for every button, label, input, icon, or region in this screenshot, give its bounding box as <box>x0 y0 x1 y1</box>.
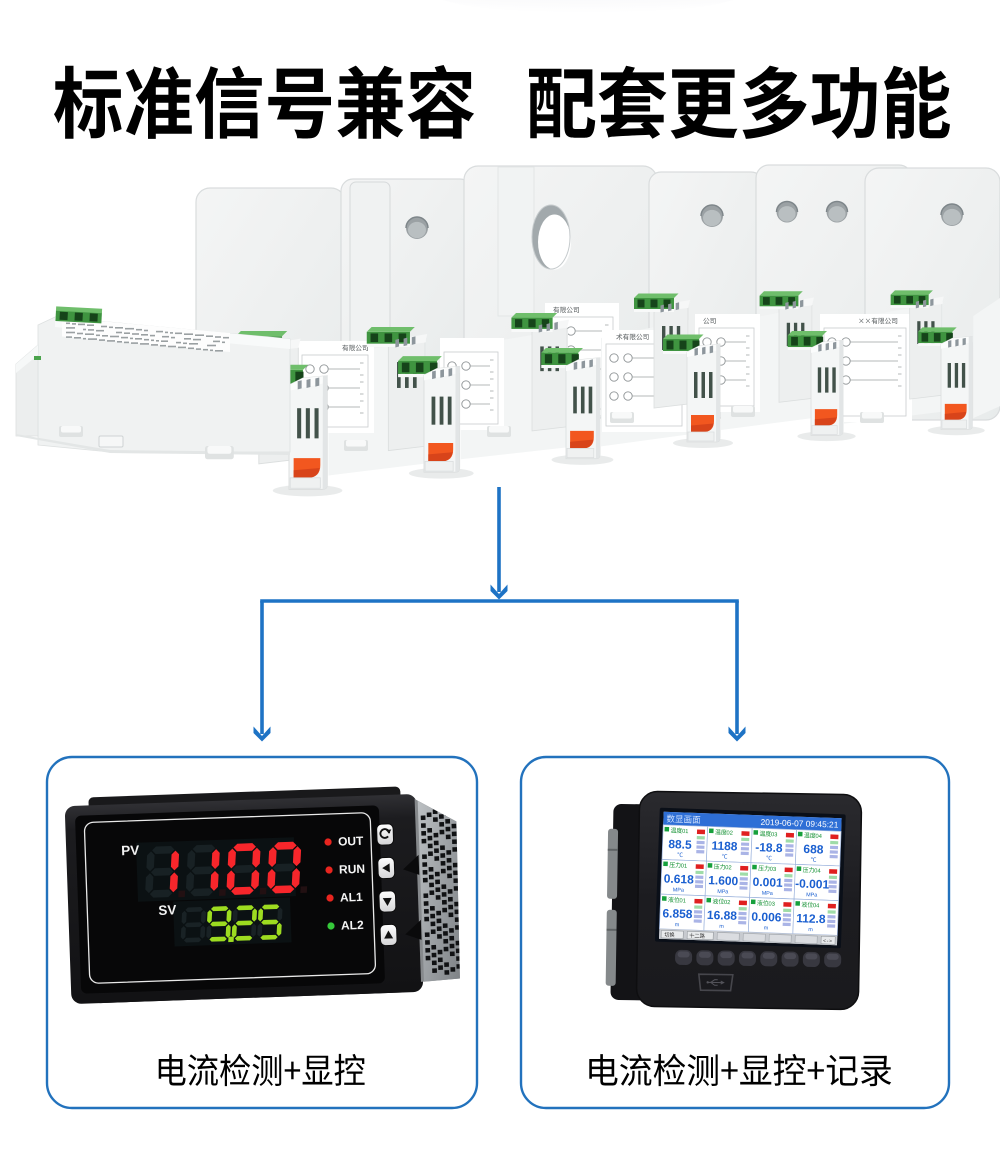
svg-text:0.618: 0.618 <box>663 872 694 887</box>
svg-text:02: 02 <box>725 865 732 871</box>
svg-text:01: 01 <box>682 829 689 835</box>
svg-text:02: 02 <box>726 830 733 836</box>
svg-text:01: 01 <box>681 864 688 870</box>
svg-text:OUT: OUT <box>338 834 364 849</box>
svg-text:-0.001: -0.001 <box>795 876 830 891</box>
svg-text:112.8: 112.8 <box>796 911 826 926</box>
svg-text:04: 04 <box>815 834 822 840</box>
svg-text:04: 04 <box>813 903 820 909</box>
svg-text:m: m <box>808 927 813 933</box>
svg-text:MPa: MPa <box>806 892 817 898</box>
svg-text:03: 03 <box>768 901 775 907</box>
svg-text:1188: 1188 <box>711 839 738 854</box>
svg-text:03: 03 <box>771 832 778 838</box>
svg-text:0.006: 0.006 <box>751 909 782 924</box>
svg-text:AL2: AL2 <box>341 918 364 933</box>
svg-text:03: 03 <box>770 867 777 873</box>
svg-text:MPa: MPa <box>717 889 728 895</box>
svg-text:m: m <box>764 925 769 931</box>
svg-text:88.5: 88.5 <box>668 837 692 852</box>
svg-text:AL1: AL1 <box>340 890 363 905</box>
svg-text:1.600: 1.600 <box>708 873 739 888</box>
svg-text:688: 688 <box>803 842 824 857</box>
svg-text:0.001: 0.001 <box>752 875 783 890</box>
svg-text:MPa: MPa <box>673 887 684 893</box>
svg-text:<->: <-> <box>823 938 832 944</box>
svg-text:RUN: RUN <box>339 862 365 877</box>
svg-text:MPa: MPa <box>762 891 773 897</box>
svg-text:PV: PV <box>121 843 140 859</box>
svg-text:16.88: 16.88 <box>707 908 738 923</box>
svg-text:2019-06-07 09:45:21: 2019-06-07 09:45:21 <box>760 817 838 830</box>
svg-text:m: m <box>719 924 724 930</box>
svg-text:02: 02 <box>724 900 731 906</box>
svg-text:01: 01 <box>679 898 686 904</box>
svg-text:m: m <box>675 922 680 928</box>
svg-text:-18.8: -18.8 <box>755 840 783 855</box>
svg-text:SV: SV <box>158 902 177 918</box>
svg-text:04: 04 <box>814 868 821 874</box>
svg-text:6.858: 6.858 <box>662 906 693 921</box>
